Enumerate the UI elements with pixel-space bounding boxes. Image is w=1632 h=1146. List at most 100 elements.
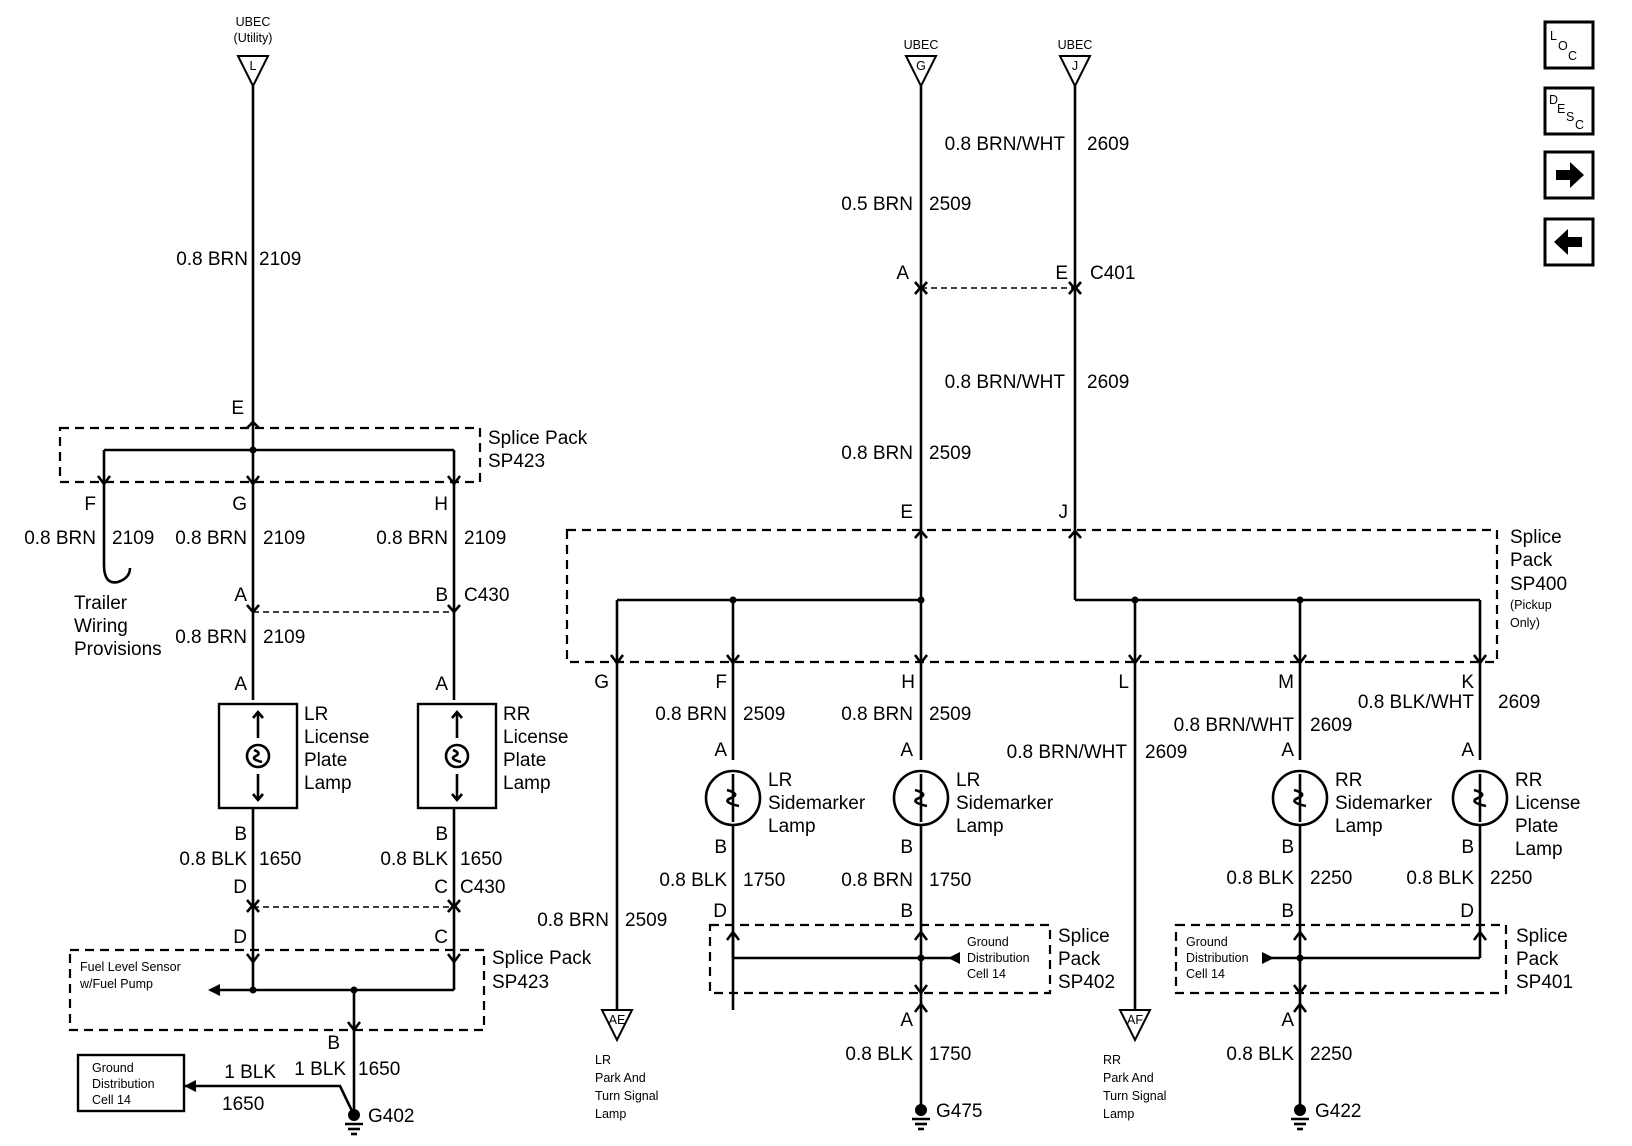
prev-page-button[interactable]: [1543, 217, 1595, 267]
wire-gauge: 0.8 BRN: [376, 528, 448, 549]
pin-label: A: [234, 585, 247, 606]
wire-gauge: 0.8 BLK: [1406, 868, 1474, 889]
splice-pack-label: Pack: [1516, 949, 1559, 970]
component-label: RR: [503, 704, 530, 725]
connector-af: AF: [1118, 1009, 1152, 1043]
wire-circuit: 2250: [1310, 1044, 1352, 1065]
loc-label-l: L: [1550, 29, 1557, 43]
wire-gauge: 0.8 BLK: [1226, 868, 1294, 889]
pin-label: G: [594, 672, 609, 693]
pin-label: B: [234, 824, 247, 845]
pin-label: L: [1118, 672, 1129, 693]
component-label: Lamp: [503, 773, 551, 794]
power-j-label: UBEC: [1058, 38, 1093, 52]
splice-pack-sp423-bottom: [68, 948, 486, 1032]
next-page-button[interactable]: [1543, 150, 1595, 200]
pin-label: D: [233, 927, 247, 948]
fuel-sensor-label: w/Fuel Pump: [79, 977, 153, 991]
component-label: Plate: [304, 750, 347, 771]
lamp-ref-label: LR: [595, 1053, 611, 1067]
component-label: RR: [1335, 770, 1362, 791]
pin-label: K: [1461, 672, 1474, 693]
ground-box-label: Distribution: [967, 951, 1030, 965]
pin-label: A: [1281, 740, 1294, 761]
splice-pack-id: SP423: [488, 451, 545, 472]
ground-box-label: Distribution: [1186, 951, 1249, 965]
desc-label-c: C: [1575, 118, 1584, 132]
lamp-ref-label: Park And: [1103, 1071, 1154, 1085]
wire-gauge: 1 BLK: [294, 1059, 346, 1080]
ground-box-label: Cell 14: [92, 1093, 131, 1107]
component-label: Sidemarker: [1335, 793, 1433, 814]
trailer-label: Provisions: [74, 639, 162, 660]
ground-symbol-g475: [912, 1104, 930, 1131]
connector-ae: AE: [600, 1009, 634, 1043]
power-j-letter: J: [1072, 59, 1078, 73]
pin-label: H: [901, 672, 915, 693]
pin-label: A: [234, 674, 247, 695]
rr-sidemarker-lamp: [1271, 769, 1329, 827]
wire-circuit: 2609: [1145, 742, 1187, 763]
desc-label-s: S: [1566, 110, 1574, 124]
wire-circuit: 2109: [263, 528, 305, 549]
wire-circuit: 1650: [222, 1094, 264, 1115]
lamp-ref-label: Park And: [595, 1071, 646, 1085]
wire-circuit: 1750: [929, 870, 971, 891]
wire-circuit: 2250: [1490, 868, 1532, 889]
wire-circuit: 2509: [929, 704, 971, 725]
pin-label: D: [1460, 901, 1474, 922]
wire-circuit: 1650: [460, 849, 502, 870]
ground-box-label: Distribution: [92, 1077, 155, 1091]
wire-gauge: 0.8 BLK: [1226, 1044, 1294, 1065]
splice-pack-label: Splice: [1516, 926, 1568, 947]
pin-label: A: [896, 263, 909, 284]
pin-label: A: [900, 740, 913, 761]
component-label: RR: [1515, 770, 1542, 791]
splice-pack-note: (Pickup: [1510, 598, 1552, 612]
pin-label: B: [1461, 837, 1474, 858]
splice-pack-id: SP402: [1058, 972, 1115, 993]
splice-pack-id: SP423: [492, 972, 549, 993]
wire-circuit: 1650: [259, 849, 301, 870]
splice-pack-sp400: [565, 528, 1499, 664]
splice-pack-sp401: [1174, 923, 1508, 995]
wire-gauge: 0.8 BRN/WHT: [945, 372, 1066, 393]
wire-circuit: 2509: [929, 194, 971, 215]
splice-pack-sp402: [708, 923, 1052, 995]
wire-circuit: 2509: [929, 443, 971, 464]
pin-label: E: [1055, 263, 1068, 284]
ground-label: G402: [368, 1106, 414, 1127]
wire-gauge: 0.8 BRN: [175, 627, 247, 648]
splice-pack-label: Splice Pack: [488, 428, 588, 449]
pin-label: D: [233, 877, 247, 898]
ground-box-label: Cell 14: [1186, 967, 1225, 981]
pin-label: B: [900, 837, 913, 858]
wire-circuit: 2109: [112, 528, 154, 549]
pin-label: A: [1281, 1010, 1294, 1031]
splice-pack-label: Splice Pack: [492, 948, 592, 969]
rr-license-plate-lamp-2: [1451, 769, 1509, 827]
wire-gauge: 0.8 BRN/WHT: [945, 134, 1066, 155]
wire-gauge: 0.8 BRN/WHT: [1007, 742, 1128, 763]
component-label: Lamp: [956, 816, 1004, 837]
wire-gauge: 0.5 BRN: [841, 194, 913, 215]
connector-af-label: AF: [1127, 1013, 1143, 1027]
ground-symbol: [345, 1109, 363, 1136]
lamp-ref-label: Turn Signal: [1103, 1089, 1166, 1103]
component-label: Lamp: [1335, 816, 1383, 837]
pin-label: F: [84, 494, 96, 515]
lr-sidemarker-lamp-1: [704, 769, 762, 827]
loc-button[interactable]: L O C: [1543, 20, 1595, 70]
lamp-ref-label: Lamp: [1103, 1107, 1134, 1121]
desc-button[interactable]: D E S C: [1543, 86, 1595, 136]
desc-label-d: D: [1549, 93, 1558, 107]
ground-label: G422: [1315, 1101, 1361, 1122]
wire-gauge: 0.8 BRN: [176, 249, 248, 270]
wire-circuit: 2609: [1498, 692, 1540, 713]
component-label: Lamp: [768, 816, 816, 837]
desc-label-e: E: [1557, 102, 1565, 116]
wire-circuit: 2109: [259, 249, 301, 270]
component-label: Lamp: [1515, 839, 1563, 860]
wire-circuit: 2609: [1087, 372, 1129, 393]
